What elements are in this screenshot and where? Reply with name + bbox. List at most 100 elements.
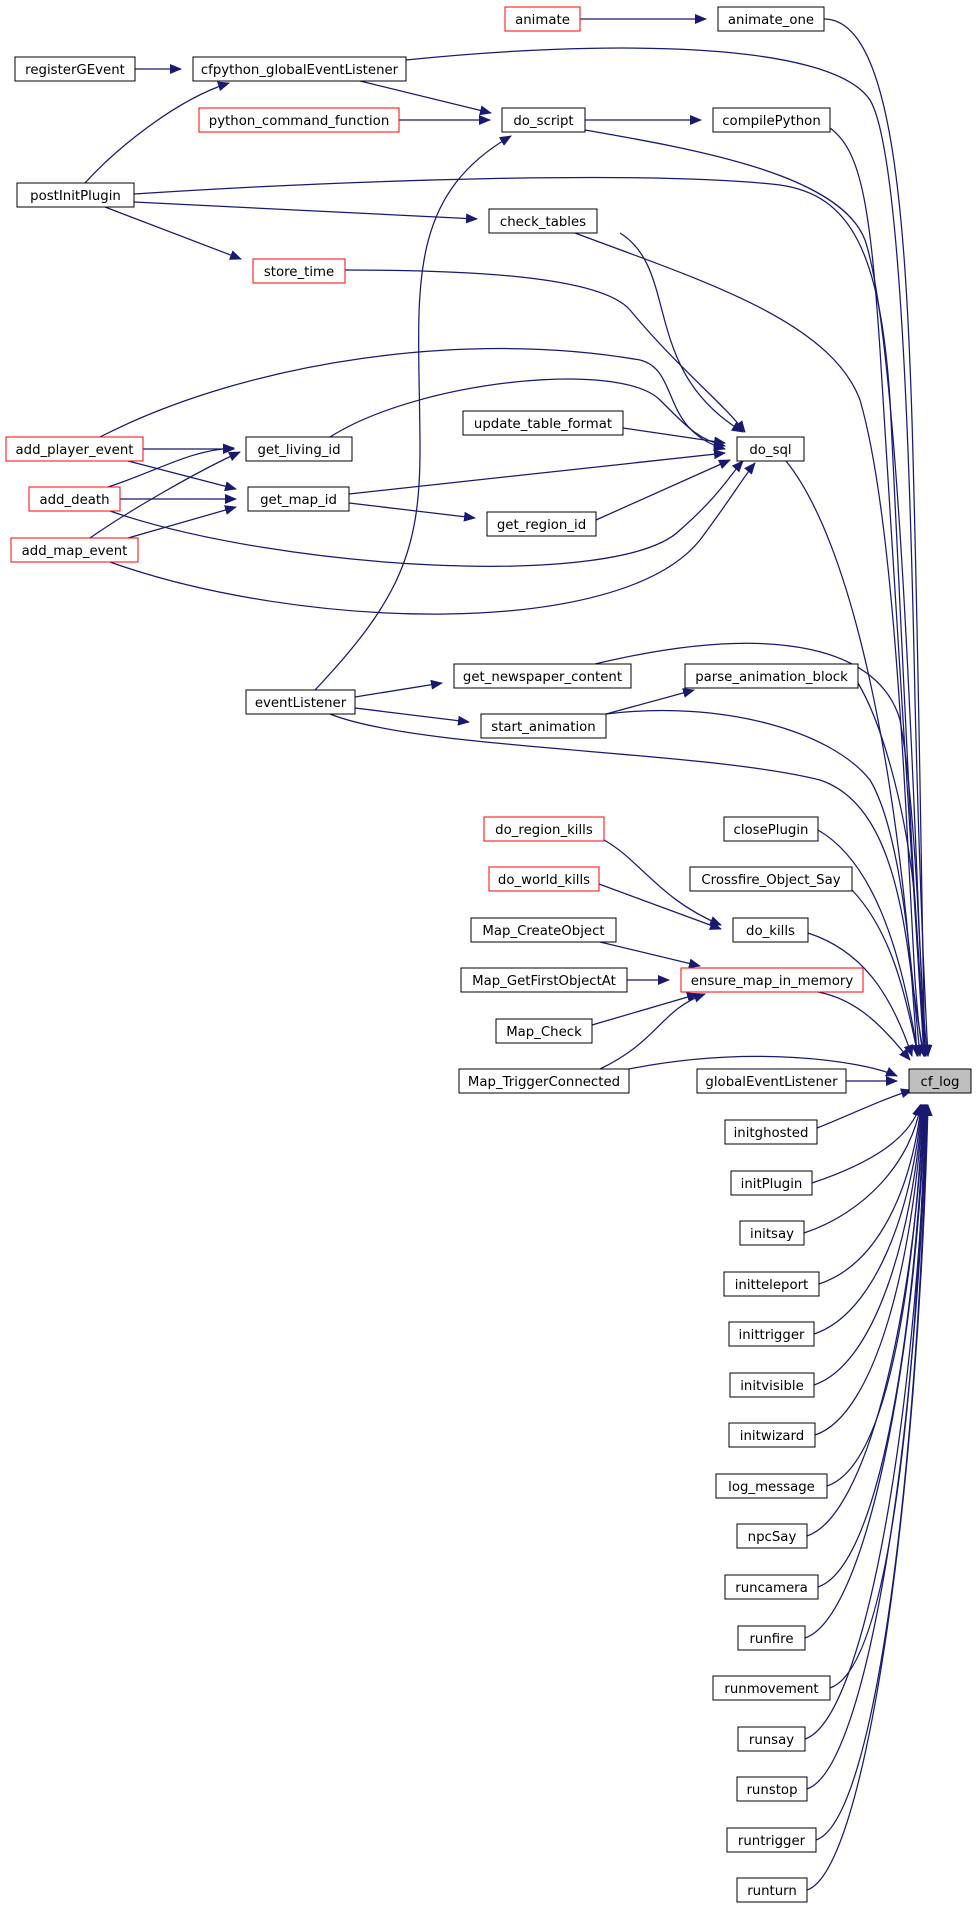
- node-box-runfire: [737, 1625, 806, 1651]
- node-label-add_map_event: add_map_event: [22, 544, 128, 559]
- node-check_tables[interactable]: check_tables: [488, 208, 598, 234]
- edge-runtrigger-to-cf_log: [815, 1104, 933, 1841]
- node-label-get_living_id: get_living_id: [257, 443, 340, 458]
- node-parse_animation_block[interactable]: parse_animation_block: [684, 663, 859, 689]
- edge-store_time-to-do_sql: [344, 269, 746, 433]
- node-get_region_id[interactable]: get_region_id: [486, 511, 597, 537]
- node-label-initteleport: initteleport: [735, 1278, 809, 1293]
- node-Crossfire_Object_Say[interactable]: Crossfire_Object_Say: [689, 866, 853, 892]
- node-label-animate: animate: [515, 13, 570, 28]
- edge-initghosted-to-cf_log: [816, 1088, 913, 1129]
- node-runstop[interactable]: runstop: [736, 1776, 808, 1802]
- node-initghosted[interactable]: initghosted: [724, 1119, 818, 1145]
- node-get_newspaper_content[interactable]: get_newspaper_content: [453, 663, 632, 689]
- node-compilePython[interactable]: compilePython: [712, 107, 831, 133]
- edge-add_death-to-do_sql: [109, 460, 744, 567]
- node-closePlugin[interactable]: closePlugin: [723, 816, 819, 842]
- node-box-runturn: [736, 1877, 808, 1903]
- node-box-npcSay: [736, 1523, 808, 1549]
- edge-Map_TriggerConnected-to-cf_log: [628, 1055, 898, 1077]
- edge-add_player_event-to-do_sql: [99, 347, 726, 451]
- node-npcSay[interactable]: npcSay: [736, 1523, 808, 1549]
- node-box-do_world_kills: [488, 866, 600, 892]
- node-label-do_script: do_script: [513, 114, 573, 129]
- node-python_command_function[interactable]: python_command_function: [198, 107, 400, 133]
- node-do_sql[interactable]: do_sql: [736, 436, 805, 462]
- node-get_living_id[interactable]: get_living_id: [245, 436, 353, 462]
- node-box-Map_TriggerConnected: [458, 1068, 630, 1094]
- node-runmovement[interactable]: runmovement: [712, 1675, 831, 1701]
- node-add_death[interactable]: add_death: [28, 486, 121, 512]
- node-runcamera[interactable]: runcamera: [724, 1574, 819, 1600]
- node-animate[interactable]: animate: [504, 6, 581, 32]
- node-label-parse_animation_block: parse_animation_block: [695, 670, 848, 685]
- node-cf_log[interactable]: cf_log: [908, 1068, 972, 1094]
- edge-postInitPlugin-to-check_tables: [133, 201, 478, 224]
- node-runsay[interactable]: runsay: [737, 1726, 806, 1752]
- node-box-compilePython: [712, 107, 831, 133]
- node-label-runtrigger: runtrigger: [738, 1834, 806, 1849]
- node-registerGEvent[interactable]: registerGEvent: [14, 56, 136, 82]
- edge-eventListener-to-start_animation: [354, 707, 470, 726]
- node-get_map_id[interactable]: get_map_id: [247, 486, 350, 512]
- node-initsay[interactable]: initsay: [739, 1220, 805, 1246]
- node-label-globalEventListener: globalEventListener: [705, 1075, 838, 1090]
- node-globalEventListener[interactable]: globalEventListener: [696, 1068, 847, 1094]
- node-label-runfire: runfire: [749, 1632, 793, 1647]
- node-log_message[interactable]: log_message: [715, 1473, 828, 1499]
- node-animate_one[interactable]: animate_one: [717, 6, 825, 32]
- node-runtrigger[interactable]: runtrigger: [726, 1827, 817, 1853]
- node-eventListener[interactable]: eventListener: [245, 689, 356, 715]
- node-update_table_format[interactable]: update_table_format: [462, 410, 624, 436]
- node-do_world_kills[interactable]: do_world_kills: [488, 866, 600, 892]
- node-box-globalEventListener: [696, 1068, 847, 1094]
- node-label-cfpython_globalEventListener: cfpython_globalEventListener: [201, 63, 399, 78]
- node-add_player_event[interactable]: add_player_event: [5, 436, 144, 462]
- node-Map_TriggerConnected[interactable]: Map_TriggerConnected: [458, 1068, 630, 1094]
- node-box-do_kills: [732, 917, 809, 943]
- node-box-registerGEvent: [14, 56, 136, 82]
- edges: [84, 14, 933, 1891]
- node-box-animate_one: [717, 6, 825, 32]
- node-start_animation[interactable]: start_animation: [480, 713, 607, 739]
- node-Map_Check[interactable]: Map_Check: [495, 1018, 593, 1044]
- node-add_map_event[interactable]: add_map_event: [10, 537, 139, 563]
- node-Map_CreateObject[interactable]: Map_CreateObject: [470, 917, 617, 943]
- node-box-check_tables: [488, 208, 598, 234]
- node-box-start_animation: [480, 713, 607, 739]
- edge-add_map_event-to-get_map_id: [127, 505, 237, 539]
- node-box-Map_Check: [495, 1018, 593, 1044]
- node-do_region_kills[interactable]: do_region_kills: [483, 816, 605, 842]
- node-box-update_table_format: [462, 410, 624, 436]
- edge-runstop-to-cf_log: [806, 1104, 932, 1790]
- node-initPlugin[interactable]: initPlugin: [730, 1170, 813, 1196]
- edge-runturn-to-cf_log: [806, 1104, 933, 1891]
- node-inittrigger[interactable]: inittrigger: [728, 1321, 815, 1347]
- node-box-log_message: [715, 1473, 828, 1499]
- node-initvisible[interactable]: initvisible: [729, 1372, 815, 1398]
- edge-compilePython-to-cf_log: [829, 127, 929, 1057]
- edge-add_death-to-get_living_id: [107, 443, 235, 488]
- node-runfire[interactable]: runfire: [737, 1625, 806, 1651]
- node-label-postInitPlugin: postInitPlugin: [30, 189, 121, 204]
- node-Map_GetFirstObjectAt[interactable]: Map_GetFirstObjectAt: [460, 967, 628, 993]
- node-label-initsay: initsay: [750, 1227, 794, 1242]
- node-store_time[interactable]: store_time: [252, 258, 346, 284]
- node-ensure_map_in_memory[interactable]: ensure_map_in_memory: [680, 967, 864, 993]
- node-do_kills[interactable]: do_kills: [732, 917, 809, 943]
- node-box-initghosted: [724, 1119, 818, 1145]
- edge-start_animation-to-parse_animation_block: [605, 688, 695, 715]
- edge-get_living_id-to-do_sql: [329, 378, 726, 449]
- edge-Map_CreateObject-to-ensure_map_in_memory: [599, 941, 701, 969]
- edge-runsay-to-cf_log: [804, 1104, 931, 1740]
- node-label-do_world_kills: do_world_kills: [498, 873, 590, 888]
- node-do_script[interactable]: do_script: [501, 107, 586, 133]
- edge-do_script-to-cf_log: [584, 129, 931, 1057]
- node-postInitPlugin[interactable]: postInitPlugin: [16, 182, 135, 208]
- node-cfpython_globalEventListener[interactable]: cfpython_globalEventListener: [192, 56, 407, 82]
- node-initteleport[interactable]: initteleport: [723, 1271, 820, 1297]
- node-box-add_death: [28, 486, 121, 512]
- node-runturn[interactable]: runturn: [736, 1877, 808, 1903]
- node-initwizard[interactable]: initwizard: [728, 1422, 816, 1448]
- node-label-animate_one: animate_one: [728, 13, 814, 28]
